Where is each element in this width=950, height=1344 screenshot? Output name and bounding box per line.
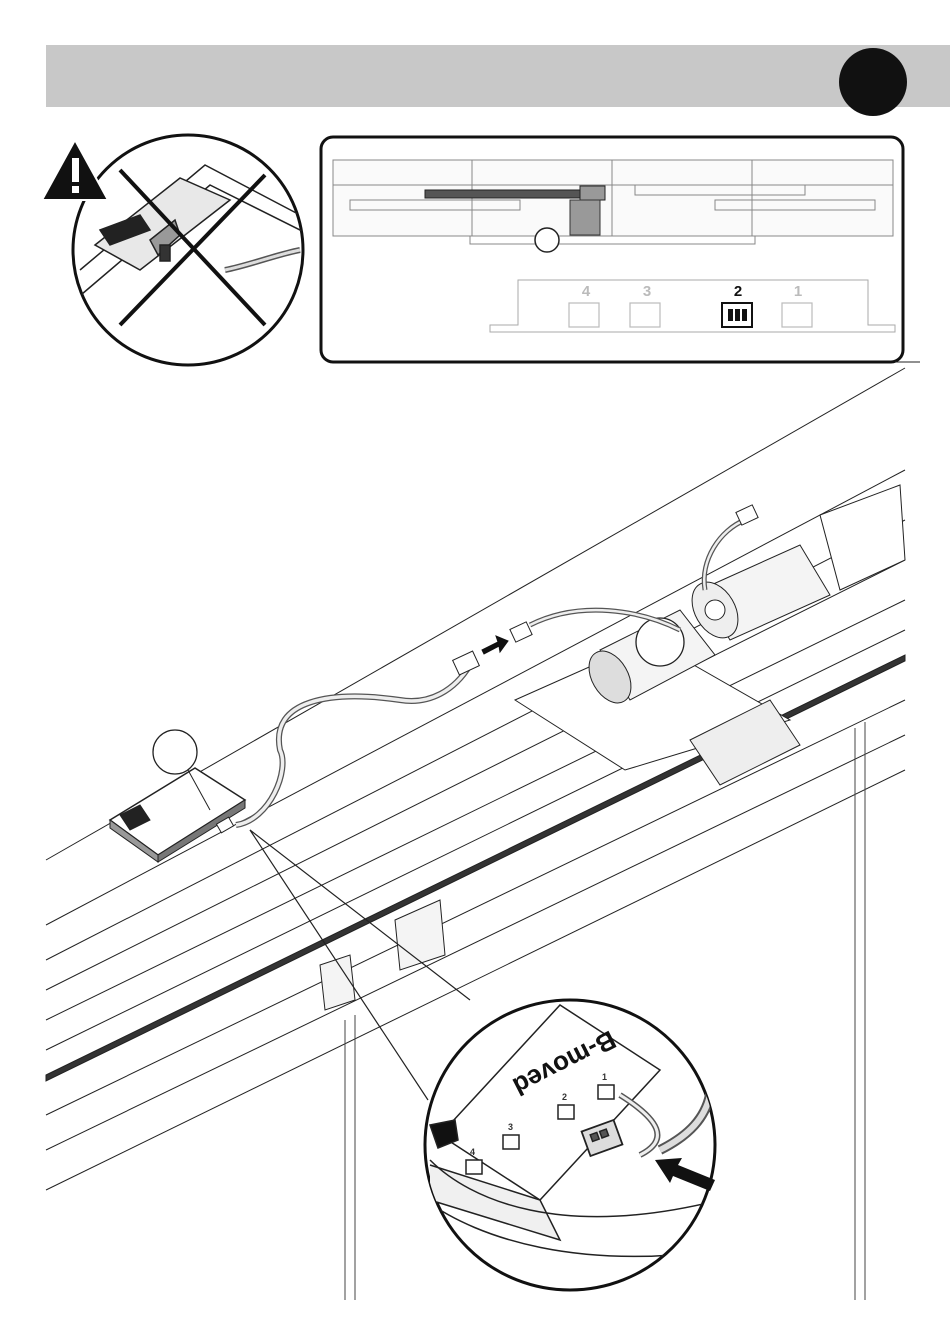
connector-detail-panel: 4 3 2 1 bbox=[321, 137, 920, 362]
connector-label-4: 4 bbox=[582, 283, 591, 300]
connector-strip: 4 3 2 1 bbox=[490, 280, 895, 332]
unit-connector-label-4: 4 bbox=[470, 1147, 475, 1157]
connector-label-3: 3 bbox=[643, 283, 651, 300]
connector-label-1: 1 bbox=[794, 283, 802, 300]
unit-connector-label-1: 1 bbox=[602, 1072, 607, 1082]
control-unit-detail: B-moved 4 3 2 1 bbox=[425, 1000, 720, 1290]
unit-connector-label-3: 3 bbox=[508, 1122, 513, 1132]
control-unit-small bbox=[110, 768, 245, 862]
warning-detail bbox=[42, 135, 320, 365]
connector-label-2: 2 bbox=[734, 283, 742, 300]
unit-connector-label-2: 2 bbox=[562, 1092, 567, 1102]
arrow-right-icon bbox=[482, 636, 508, 654]
warning-triangle-icon bbox=[42, 140, 108, 200]
